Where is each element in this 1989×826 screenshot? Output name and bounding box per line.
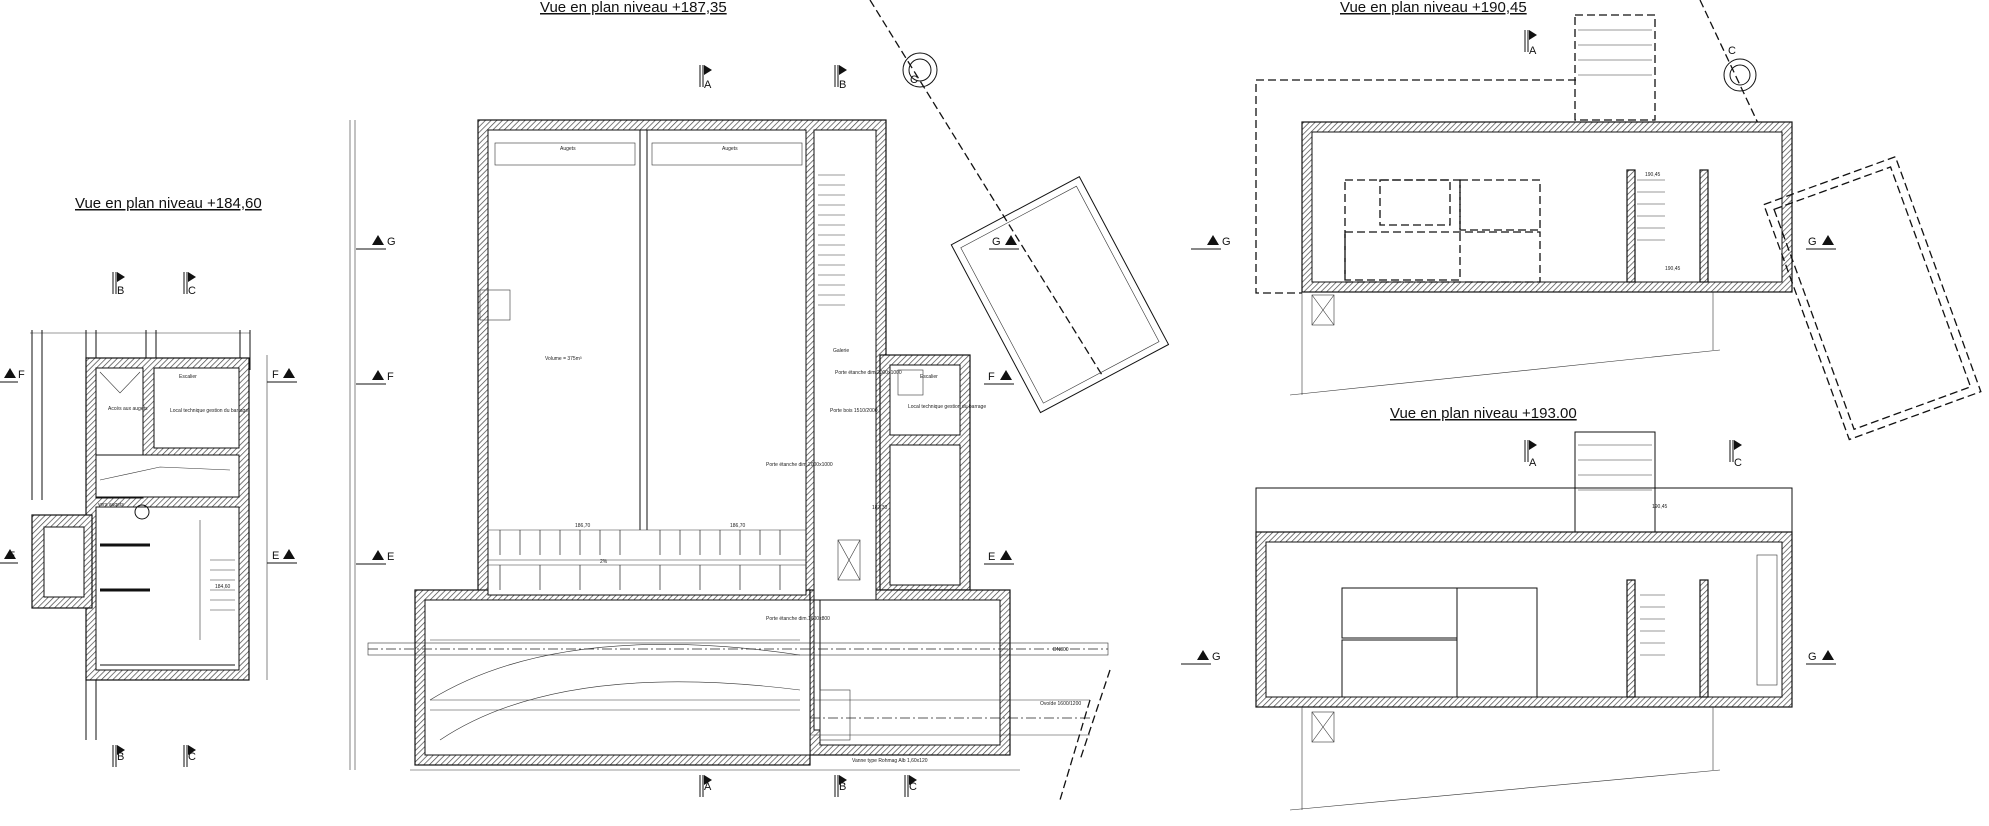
room-label: Galerie (833, 348, 849, 354)
section-label: A (704, 79, 712, 91)
section-label: C (1734, 457, 1742, 469)
section-label: G (1222, 236, 1231, 248)
section-label: B (117, 285, 124, 297)
room-label: vers augets (98, 502, 124, 508)
plan-187-35: Vue en plan niveau +187,35 A B C G F E F… (349, 0, 1170, 801)
plan-title: Vue en plan niveau +193.00 (1390, 405, 1577, 422)
elevation-label: 190,45 (1665, 266, 1681, 272)
plan-title: Vue en plan niveau +190,45 (1340, 0, 1527, 16)
section-label: E (8, 550, 15, 562)
section-label: G (387, 236, 396, 248)
section-label: G (1808, 236, 1817, 248)
room-label: Escalier (920, 374, 938, 380)
elevation-label: 190,45 (1652, 504, 1668, 510)
plan-193-00: Vue en plan niveau +193.00 A C 190,45 G … (1180, 405, 1837, 811)
door-label: Porte étanche dim.2000x1000 (835, 370, 902, 376)
section-label: A (1529, 457, 1537, 469)
outdoor-structure-outline (1762, 155, 1982, 441)
section-marker-g-icon (1180, 649, 1212, 665)
valve-icon (134, 504, 150, 520)
section-label: G (1808, 651, 1817, 663)
plan-title: Vue en plan niveau +184,60 (75, 195, 262, 212)
door-label: Porte étanche dim.1600x800 (766, 616, 830, 622)
room-label: Escalier (179, 374, 197, 380)
elevation-label: 190,45 (1645, 172, 1661, 178)
room-label: Local technique gestion du barrage (908, 404, 986, 410)
section-label: E (272, 550, 279, 562)
door-label: Porte bois 1510/2000 (830, 408, 878, 414)
section-label: B (839, 781, 846, 793)
elevation-label: 187,30 (872, 505, 888, 511)
section-label: F (387, 371, 394, 383)
room-label: Local technique gestion du barrage (170, 408, 248, 414)
section-marker-e-icon (355, 549, 387, 565)
elevation-label: 186,70 (730, 523, 746, 529)
elevation-label: 184,60 (215, 584, 231, 590)
section-label: C (188, 751, 196, 763)
outdoor-structure (950, 176, 1170, 414)
pipe-label: Ovoïde 1600/1200 (1040, 701, 1081, 707)
section-label: C (909, 781, 917, 793)
section-label: G (1212, 651, 1221, 663)
elevation-label: 186,70 (575, 523, 591, 529)
section-label: C (188, 285, 196, 297)
room-label: Accès aux augets (108, 406, 148, 412)
door-label: Porte étanche dim.2000x1000 (766, 462, 833, 468)
section-label: F (18, 369, 25, 381)
plan-184-60: Vue en plan niveau +184,60 B C F F E E E… (0, 195, 298, 768)
room-label: Augets (722, 146, 738, 152)
equipment-label: Vanne type Rohmag Alb 1,60x120 (852, 758, 928, 764)
section-label: A (1529, 45, 1537, 57)
section-marker-f-icon (355, 369, 387, 385)
section-marker-g-icon (1190, 234, 1222, 250)
plan-190-45: Vue en plan niveau +190,45 A C 190,45 19… (1190, 0, 1982, 441)
slope-label: 2% (600, 559, 608, 565)
section-marker-f-icon (0, 367, 19, 383)
section-label: G (992, 236, 1001, 248)
room-label: Augets (560, 146, 576, 152)
room-label: Volume = 375m³ (545, 356, 582, 362)
section-label: F (272, 369, 279, 381)
section-label: F (988, 371, 995, 383)
section-marker-g-icon (355, 234, 387, 250)
section-label: A (704, 781, 712, 793)
section-label: E (387, 551, 394, 563)
plan-title: Vue en plan niveau +187,35 (540, 0, 727, 16)
section-label: B (839, 79, 846, 91)
pipe-label: DN800 (1053, 647, 1069, 653)
section-label: C (1728, 45, 1736, 57)
section-label: B (117, 751, 124, 763)
section-label: E (988, 551, 995, 563)
section-label: C (910, 74, 918, 86)
